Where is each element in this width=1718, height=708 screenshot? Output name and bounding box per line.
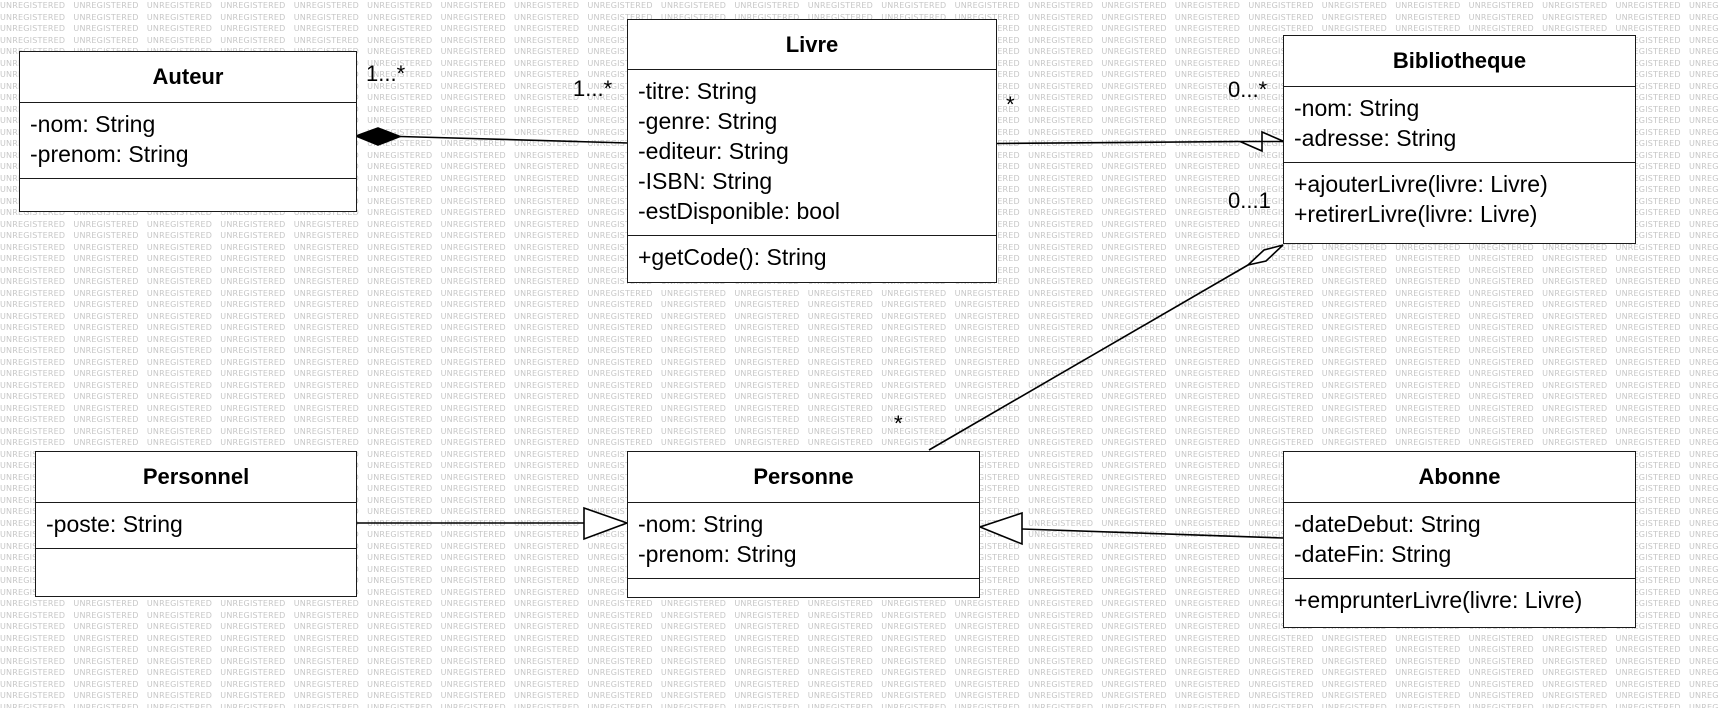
class-operations <box>36 549 356 561</box>
attribute: -ISBN: String <box>638 168 773 194</box>
mult-livre-biblio-end: * <box>1006 92 1015 117</box>
class-attributes: -poste: String <box>36 503 356 549</box>
attribute: -nom: String <box>30 111 156 137</box>
attribute: -dateFin: String <box>1294 541 1452 567</box>
class-operations <box>628 579 979 591</box>
attribute: -editeur: String <box>638 138 789 164</box>
attribute: -prenom: String <box>30 141 189 167</box>
attribute: -genre: String <box>638 108 778 134</box>
class-operations: +emprunterLivre(livre: Livre) <box>1284 579 1635 621</box>
class-livre[interactable]: Livre -titre: String -genre: String -edi… <box>627 19 997 283</box>
mult-biblio-livre-end: 0...* <box>1228 77 1268 102</box>
class-name: Personne <box>628 452 979 503</box>
generalization-arrow-icon <box>583 506 630 541</box>
operation: +emprunterLivre(livre: Livre) <box>1294 587 1583 613</box>
composition-diamond-icon <box>353 127 403 146</box>
operation: +ajouterLivre(livre: Livre) <box>1294 171 1548 197</box>
class-operations: +getCode(): String <box>628 236 996 278</box>
attribute: -estDisponible: bool <box>638 198 841 224</box>
attribute: -nom: String <box>1294 95 1420 121</box>
mult-livre-end: 1...* <box>573 76 613 101</box>
class-abonne[interactable]: Abonne -dateDebut: String -dateFin: Stri… <box>1283 451 1636 628</box>
class-attributes: -nom: String -prenom: String <box>20 103 356 179</box>
attribute: -poste: String <box>46 511 183 537</box>
class-attributes: -nom: String -prenom: String <box>628 503 979 579</box>
attribute: -nom: String <box>638 511 764 537</box>
class-personnel[interactable]: Personnel -poste: String <box>35 451 357 597</box>
attribute: -adresse: String <box>1294 125 1457 151</box>
generalization-abonne-personne-line[interactable] <box>1021 528 1284 539</box>
operation: +retirerLivre(livre: Livre) <box>1294 201 1538 227</box>
class-operations <box>20 179 356 191</box>
association-bibliotheque-personne-line[interactable] <box>928 264 1249 451</box>
class-personne[interactable]: Personne -nom: String -prenom: String <box>627 451 980 598</box>
class-name: Livre <box>628 20 996 70</box>
attribute: -titre: String <box>638 78 757 104</box>
attribute: -dateDebut: String <box>1294 511 1481 537</box>
attribute: -prenom: String <box>638 541 797 567</box>
aggregation-diamond-bottom-icon <box>1245 244 1284 267</box>
class-auteur[interactable]: Auteur -nom: String -prenom: String <box>19 51 357 212</box>
mult-auteur-end: 1...* <box>366 61 406 86</box>
class-name: Abonne <box>1284 452 1635 503</box>
class-bibliotheque[interactable]: Bibliotheque -nom: String -adresse: Stri… <box>1283 35 1636 244</box>
aggregation-diamond-icon <box>1239 130 1285 153</box>
association-auteur-livre-line[interactable] <box>399 135 629 144</box>
class-operations: +ajouterLivre(livre: Livre) +retirerLivr… <box>1284 163 1635 235</box>
operation: +getCode(): String <box>638 244 827 270</box>
association-livre-bibliotheque-line[interactable] <box>996 140 1241 145</box>
class-attributes: -dateDebut: String -dateFin: String <box>1284 503 1635 579</box>
class-name: Auteur <box>20 52 356 103</box>
class-attributes: -nom: String -adresse: String <box>1284 87 1635 163</box>
class-name: Personnel <box>36 452 356 503</box>
class-name: Bibliotheque <box>1284 36 1635 87</box>
generalization-arrow-abonne-icon <box>977 511 1023 546</box>
mult-personne-biblio-end: * <box>894 411 903 436</box>
class-attributes: -titre: String -genre: String -editeur: … <box>628 70 996 236</box>
mult-biblio-personne-end: 0...1 <box>1228 188 1271 213</box>
